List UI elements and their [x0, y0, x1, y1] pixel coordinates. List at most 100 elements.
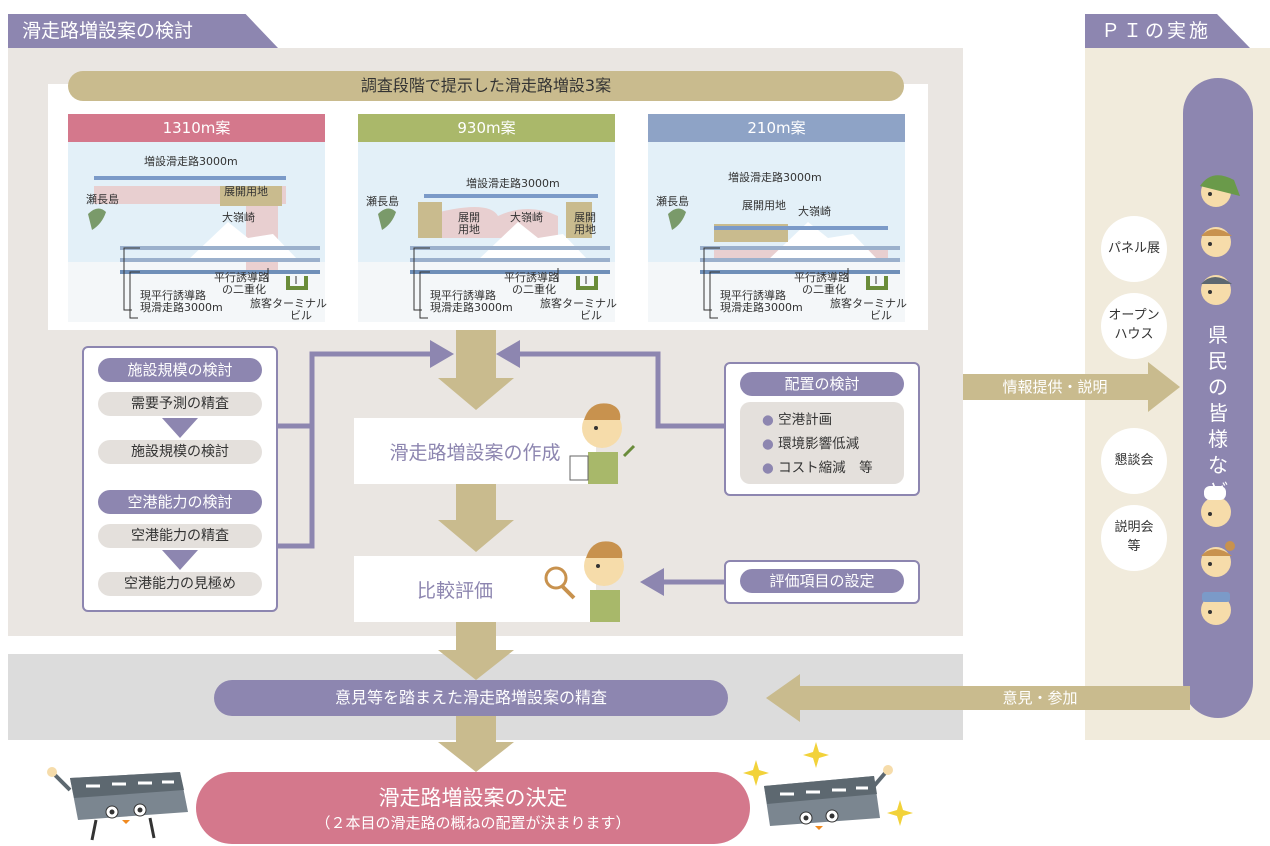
map-label-double-taxi-1: 平行誘導路: [794, 271, 849, 284]
island-shape: [668, 208, 686, 230]
info-arrow-label: 情報提供・説明: [1002, 378, 1108, 396]
eval-items-text: 評価項目の設定: [769, 572, 875, 590]
proposals-banner: 調査段階で提示した滑走路増設3案: [68, 71, 904, 101]
proposal-title: 1310m案: [68, 114, 325, 142]
map-label-double-taxi-1: 平行誘導路: [504, 271, 559, 284]
scale-review-title: 施設規模の検討: [98, 358, 262, 382]
map-label-terminal-2: ビル: [580, 309, 602, 322]
terminal-shape: [286, 276, 308, 290]
map-label-island: 瀬長島: [366, 195, 399, 208]
sparkle-icon: [887, 800, 913, 826]
land-area: [358, 262, 615, 322]
cape-shape: [768, 222, 878, 260]
map-label-deploy-land: 展開用地: [742, 199, 786, 212]
deploy-land-shape: [220, 186, 282, 206]
proposal-title: 210m案: [648, 114, 905, 142]
scale-step-2: 施設規模の検討: [98, 440, 262, 464]
proposal-map-graphic: [68, 142, 325, 322]
event-discussion: 懇談会: [1101, 428, 1167, 494]
decision-pill: 滑走路増設案の決定 （２本目の滑走路の概ねの配置が決まります）: [196, 772, 750, 844]
opinion-arrow-label: 意見・参加: [1002, 689, 1078, 707]
create-proposal-text: 滑走路増設案の作成: [389, 441, 561, 464]
deploy-land-shape: [566, 202, 592, 238]
event-text: オープン ハウス: [1108, 308, 1160, 342]
cape-shape: [478, 222, 588, 260]
event-text: パネル展: [1107, 240, 1160, 256]
compare-evaluate-box: 比較評価: [354, 556, 596, 622]
proposal-title: 930m案: [358, 114, 615, 142]
deploy-land-shape: [418, 202, 442, 238]
map-label-cape: 大嶺崎: [510, 211, 543, 224]
capacity-review-title-text: 空港能力の検討: [127, 493, 233, 511]
capacity-step-1: 空港能力の精査: [98, 524, 262, 548]
map-label-island: 瀬長島: [656, 195, 689, 208]
map-label-double-taxi-2: の二重化: [222, 283, 266, 296]
leader-lines: [703, 247, 877, 319]
map-label-terminal-1: 旅客ターミナル: [540, 297, 617, 310]
layout-item: ● 空港計画: [762, 412, 833, 428]
event-text: 説明会 等: [1114, 520, 1154, 554]
terminal-shape: [866, 276, 888, 290]
event-open-house: オープン ハウス: [1101, 293, 1167, 359]
refine-pill: 意見等を踏まえた滑走路増設案の精査: [214, 680, 728, 716]
decision-sub: （２本目の滑走路の概ねの配置が決まります）: [315, 814, 631, 832]
island-shape: [378, 208, 396, 230]
review-section-tab: 滑走路増設案の検討: [8, 14, 278, 48]
layout-review-title-text: 配置の検討: [784, 375, 860, 393]
map-label-terminal-1: 旅客ターミナル: [250, 297, 327, 310]
cape-shape: [188, 222, 298, 260]
capacity-step-1-text: 空港能力の精査: [131, 528, 229, 544]
down-triangle-icon: [162, 418, 198, 438]
map-label-current-runway: 現滑走路3000m: [140, 301, 223, 314]
map-label-new-runway: 増設滑走路3000m: [728, 171, 822, 184]
map-label-current-taxi: 現平行誘導路: [140, 289, 206, 302]
compare-evaluate-text: 比較評価: [416, 579, 493, 602]
refine-text: 意見等を踏まえた滑走路増設案の精査: [334, 688, 607, 707]
map-label-terminal-1: 旅客ターミナル: [830, 297, 907, 310]
pi-section-title: ＰＩの実施: [1101, 20, 1212, 42]
sparkle-icon: [803, 742, 829, 768]
capacity-review-title: 空港能力の検討: [98, 490, 262, 514]
create-proposal-box: 滑走路増設案の作成: [354, 418, 596, 484]
layout-item-text: コスト縮減 等: [778, 460, 873, 476]
layout-item-text: 環境影響低減: [778, 436, 860, 452]
layout-review-list: ● 空港計画 ● 環境影響低減 ● コスト縮減 等: [740, 402, 904, 484]
map-label-double-taxi-2: の二重化: [802, 283, 846, 296]
terminal-shape: [576, 276, 598, 290]
map-label-island: 瀬長島: [86, 193, 119, 206]
capacity-step-2: 空港能力の見極め: [98, 572, 262, 596]
leader-lines: [123, 247, 297, 319]
scale-step-1-text: 需要予測の精査: [131, 396, 229, 412]
event-briefing: 説明会 等: [1101, 505, 1167, 571]
map-label-current-taxi: 現平行誘導路: [430, 289, 496, 302]
land-area: [68, 262, 325, 322]
capacity-step-2-text: 空港能力の見極め: [124, 576, 236, 592]
map-label-new-runway: 増設滑走路3000m: [466, 177, 560, 190]
map-label-terminal-2: ビル: [870, 309, 892, 322]
event-panel-exhibition: パネル展: [1101, 216, 1167, 282]
scale-review-title-text: 施設規模の検討: [127, 361, 233, 379]
layout-item: ● 環境影響低減: [762, 436, 860, 452]
down-triangle-icon: [162, 550, 198, 570]
map-label-double-taxi-2: の二重化: [512, 283, 556, 296]
map-label-new-runway: 増設滑走路3000m: [144, 155, 238, 168]
map-label-double-taxi-1: 平行誘導路: [214, 271, 269, 284]
scale-step-1: 需要予測の精査: [98, 392, 262, 416]
layout-item: ● コスト縮減 等: [762, 460, 873, 476]
review-section-title: 滑走路増設案の検討: [22, 20, 194, 42]
sparkle-icon: [743, 760, 769, 786]
map-label-cape: 大嶺崎: [798, 205, 831, 218]
runway-character-left: [47, 767, 188, 841]
map-label-current-taxi: 現平行誘導路: [720, 289, 786, 302]
residents-label: 県民の皆様など: [1208, 323, 1228, 503]
layout-item-text: 空港計画: [778, 412, 833, 428]
land-area: [648, 262, 905, 322]
map-label-deploy-land-b: 用地: [574, 223, 596, 236]
island-shape: [88, 208, 106, 230]
map-label-deploy-land-a: 展開: [458, 211, 480, 224]
map-label-deploy-land-b: 用地: [458, 223, 480, 236]
runway-character-right: [764, 765, 893, 830]
proposals-banner-text: 調査段階で提示した滑走路増設3案: [360, 76, 612, 95]
